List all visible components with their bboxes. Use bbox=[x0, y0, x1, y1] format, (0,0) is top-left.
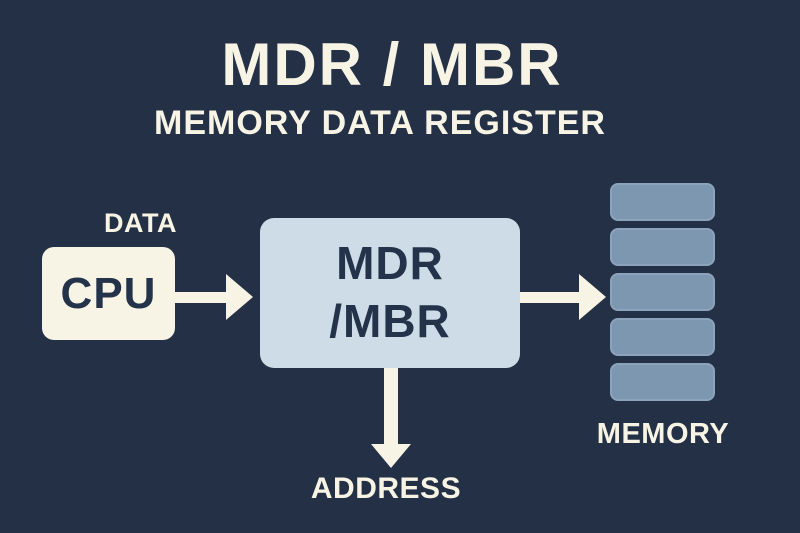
arrow-shaft bbox=[520, 292, 582, 303]
register-label-line1: MDR bbox=[336, 237, 444, 290]
right-arrowhead-icon bbox=[226, 274, 253, 320]
address-flow-label: ADDRESS bbox=[310, 472, 462, 505]
memory-block bbox=[610, 273, 715, 311]
register-to-address-arrow-icon bbox=[371, 368, 411, 468]
register-label-line2: /MBR bbox=[329, 295, 451, 347]
data-flow-label: DATA bbox=[104, 208, 177, 238]
register-box: MDR /MBR bbox=[260, 218, 520, 368]
register-to-memory-arrow-icon bbox=[520, 274, 606, 320]
right-arrowhead-icon bbox=[579, 274, 606, 320]
memory-label: MEMORY bbox=[596, 418, 730, 450]
page-title: MDR / MBR bbox=[221, 31, 563, 98]
cpu-box: CPU bbox=[42, 247, 175, 340]
memory-block bbox=[610, 183, 715, 221]
cpu-box-label: CPU bbox=[60, 268, 157, 318]
memory-block bbox=[610, 228, 715, 266]
memory-block bbox=[610, 318, 715, 356]
memory-block bbox=[610, 363, 715, 401]
arrow-shaft bbox=[384, 368, 398, 445]
page-subtitle: MEMORY DATA REGISTER bbox=[154, 104, 606, 142]
cpu-to-register-arrow-icon bbox=[175, 274, 253, 320]
arrow-shaft bbox=[175, 292, 229, 303]
memory-stack bbox=[610, 183, 715, 401]
down-arrowhead-icon bbox=[371, 444, 411, 468]
